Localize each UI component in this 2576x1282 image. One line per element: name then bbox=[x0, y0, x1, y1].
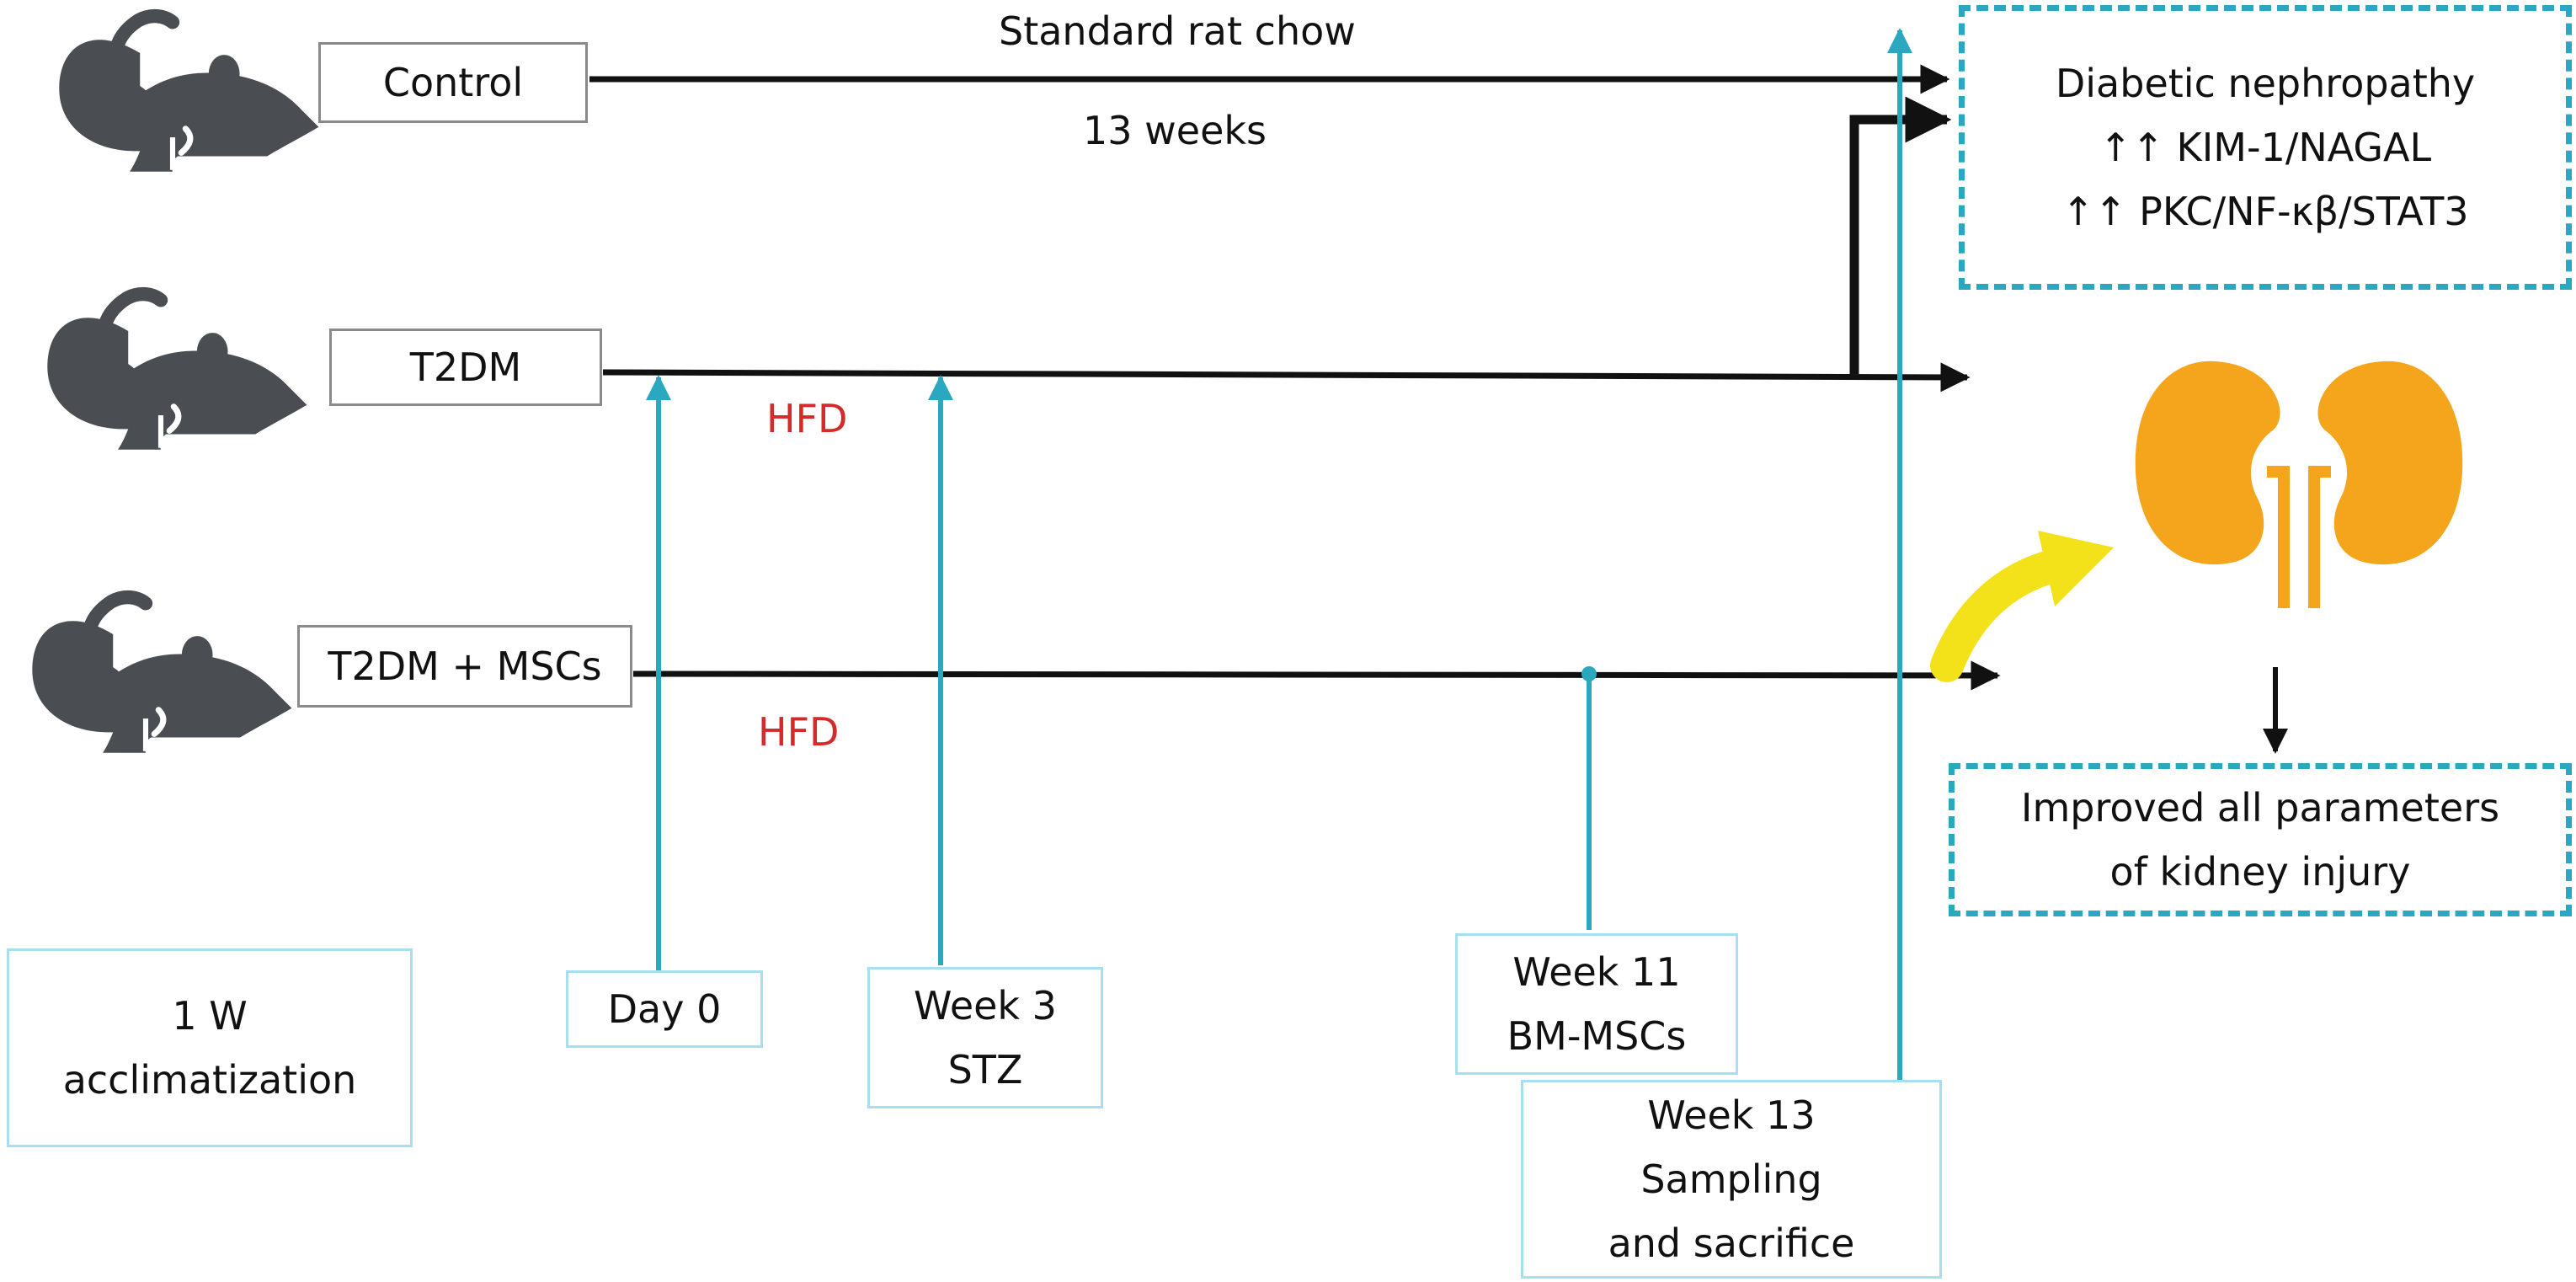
rat-icon bbox=[47, 294, 307, 450]
control-label: Control bbox=[382, 60, 524, 105]
nephropathy-title: Diabetic nephropathy bbox=[2055, 61, 2476, 106]
nephropathy-branch-arrow bbox=[1849, 96, 1952, 374]
rat-icon bbox=[59, 16, 318, 172]
day0-box: Day 0 bbox=[566, 970, 763, 1048]
nephropathy-marker2: ↑↑ PKC/NF-κβ/STAT3 bbox=[2061, 189, 2469, 234]
week13-box: Week 13 Sampling and sacrifice bbox=[1521, 1080, 1942, 1279]
week11-line2: BM-MSCs bbox=[1507, 1013, 1687, 1059]
nephropathy-marker1: ↑↑ KIM-1/NAGAL bbox=[2099, 125, 2432, 170]
t2dm-mscs-box: T2DM + MSCs bbox=[297, 625, 632, 708]
improved-line1: Improved all parameters bbox=[2020, 785, 2500, 831]
control-box: Control bbox=[318, 42, 588, 123]
week11-dot bbox=[1581, 666, 1597, 681]
week3-line2: STZ bbox=[947, 1047, 1023, 1092]
week13-line3: and sacrifice bbox=[1608, 1221, 1855, 1266]
curved-arrow-icon bbox=[1930, 531, 2114, 682]
t2dm-arrow bbox=[602, 362, 1971, 393]
nephropathy-box: Diabetic nephropathy ↑↑ KIM-1/NAGAL ↑↑ P… bbox=[1959, 5, 2572, 290]
t2dm-box: T2DM bbox=[329, 329, 602, 406]
rat-icon bbox=[32, 597, 291, 753]
week3-line1: Week 3 bbox=[914, 983, 1057, 1028]
week11-line1: Week 11 bbox=[1512, 949, 1681, 995]
acclimatization-line2: acclimatization bbox=[62, 1057, 357, 1103]
kidney-icon bbox=[2135, 361, 2463, 608]
improved-line2: of kidney injury bbox=[2109, 849, 2411, 895]
duration-label: 13 weeks bbox=[1083, 108, 1267, 153]
hfd-label-mscs: HFD bbox=[758, 709, 840, 755]
week13-line2: Sampling bbox=[1640, 1156, 1822, 1202]
t2dm-mscs-arrow bbox=[632, 660, 2001, 691]
week13-line1: Week 13 bbox=[1647, 1092, 1816, 1138]
acclimatization-box: 1 W acclimatization bbox=[7, 948, 413, 1147]
t2dm-label: T2DM bbox=[409, 345, 522, 390]
hfd-label-t2dm: HFD bbox=[766, 396, 848, 441]
acclimatization-line1: 1 W bbox=[172, 993, 248, 1039]
week11-box: Week 11 BM-MSCs bbox=[1455, 933, 1738, 1075]
improved-box: Improved all parameters of kidney injury bbox=[1949, 763, 2572, 916]
week3-box: Week 3 STZ bbox=[867, 967, 1103, 1108]
standard-chow-label: Standard rat chow bbox=[999, 8, 1356, 54]
t2dm-mscs-label: T2DM + MSCs bbox=[328, 644, 602, 689]
day0-label: Day 0 bbox=[607, 986, 722, 1032]
